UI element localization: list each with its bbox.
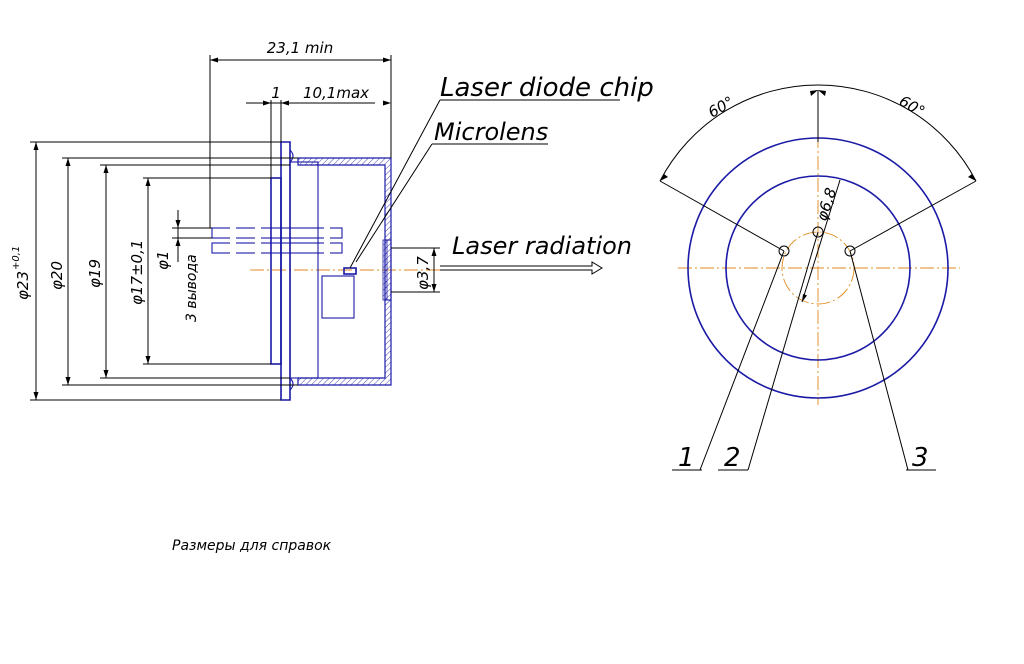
callout-microlens: Microlens bbox=[434, 118, 548, 146]
reference-note: Размеры для справок bbox=[172, 538, 332, 554]
pin-1-hole bbox=[778, 245, 790, 257]
cap-hatched bbox=[297, 157, 392, 386]
pin-lower bbox=[211, 242, 343, 254]
flange-groove bbox=[289, 149, 294, 391]
dim-d23: φ23 bbox=[14, 271, 32, 300]
pin-2-label: 2 bbox=[724, 443, 741, 473]
dim-pin-offset: 1 bbox=[271, 84, 281, 102]
chip-mount bbox=[321, 275, 355, 319]
leader-chip bbox=[349, 99, 441, 269]
angle-right: 60° bbox=[896, 92, 928, 121]
dim-d17: φ17±0,1 bbox=[128, 240, 146, 305]
callouts: Laser diode chip Microlens Laser radiati… bbox=[349, 73, 654, 275]
pin-2-hole bbox=[812, 226, 824, 238]
angle-left: 60° bbox=[705, 93, 737, 122]
pin-1-label: 1 bbox=[678, 443, 695, 473]
dim-d20: φ20 bbox=[48, 261, 66, 290]
dim-window: φ3,7 bbox=[414, 256, 432, 290]
pin-3-hole bbox=[844, 245, 856, 257]
dim-total-length: 23,1 min bbox=[267, 39, 333, 57]
leader-pin-3 bbox=[849, 250, 909, 471]
leader-pin-2 bbox=[747, 231, 819, 471]
front-view: 60° 60° φ6,8 1 2 3 bbox=[659, 84, 977, 473]
laser-chip bbox=[343, 267, 357, 275]
pitch-circle-dim: φ6,8 bbox=[813, 186, 841, 224]
base-disc bbox=[270, 177, 282, 365]
dim-d1: φ1 bbox=[154, 251, 172, 270]
pins-note: 3 вывода bbox=[184, 254, 200, 322]
dim-line-pitch bbox=[801, 179, 841, 303]
pin-upper bbox=[211, 227, 343, 239]
leader-pin-1 bbox=[699, 250, 785, 471]
leader-microlens bbox=[355, 143, 433, 263]
cap-circle bbox=[725, 175, 911, 361]
pins bbox=[211, 226, 343, 256]
dim-body-length: 10,1max bbox=[303, 84, 369, 102]
radiation-arrow bbox=[440, 261, 603, 275]
pin-3-label: 3 bbox=[912, 443, 929, 473]
angle-arc bbox=[659, 84, 977, 182]
flange bbox=[280, 141, 291, 401]
side-view: 23,1 min 1 10,1max φ23 +0,1 bbox=[11, 39, 440, 401]
dim-d23-tolerance: +0,1 bbox=[11, 246, 22, 270]
dim-arrows-body bbox=[263, 100, 391, 106]
callout-chip: Laser diode chip bbox=[440, 73, 654, 103]
window-glass bbox=[382, 239, 388, 301]
dim-d19: φ19 bbox=[86, 259, 104, 288]
callout-radiation: Laser radiation bbox=[452, 232, 632, 260]
